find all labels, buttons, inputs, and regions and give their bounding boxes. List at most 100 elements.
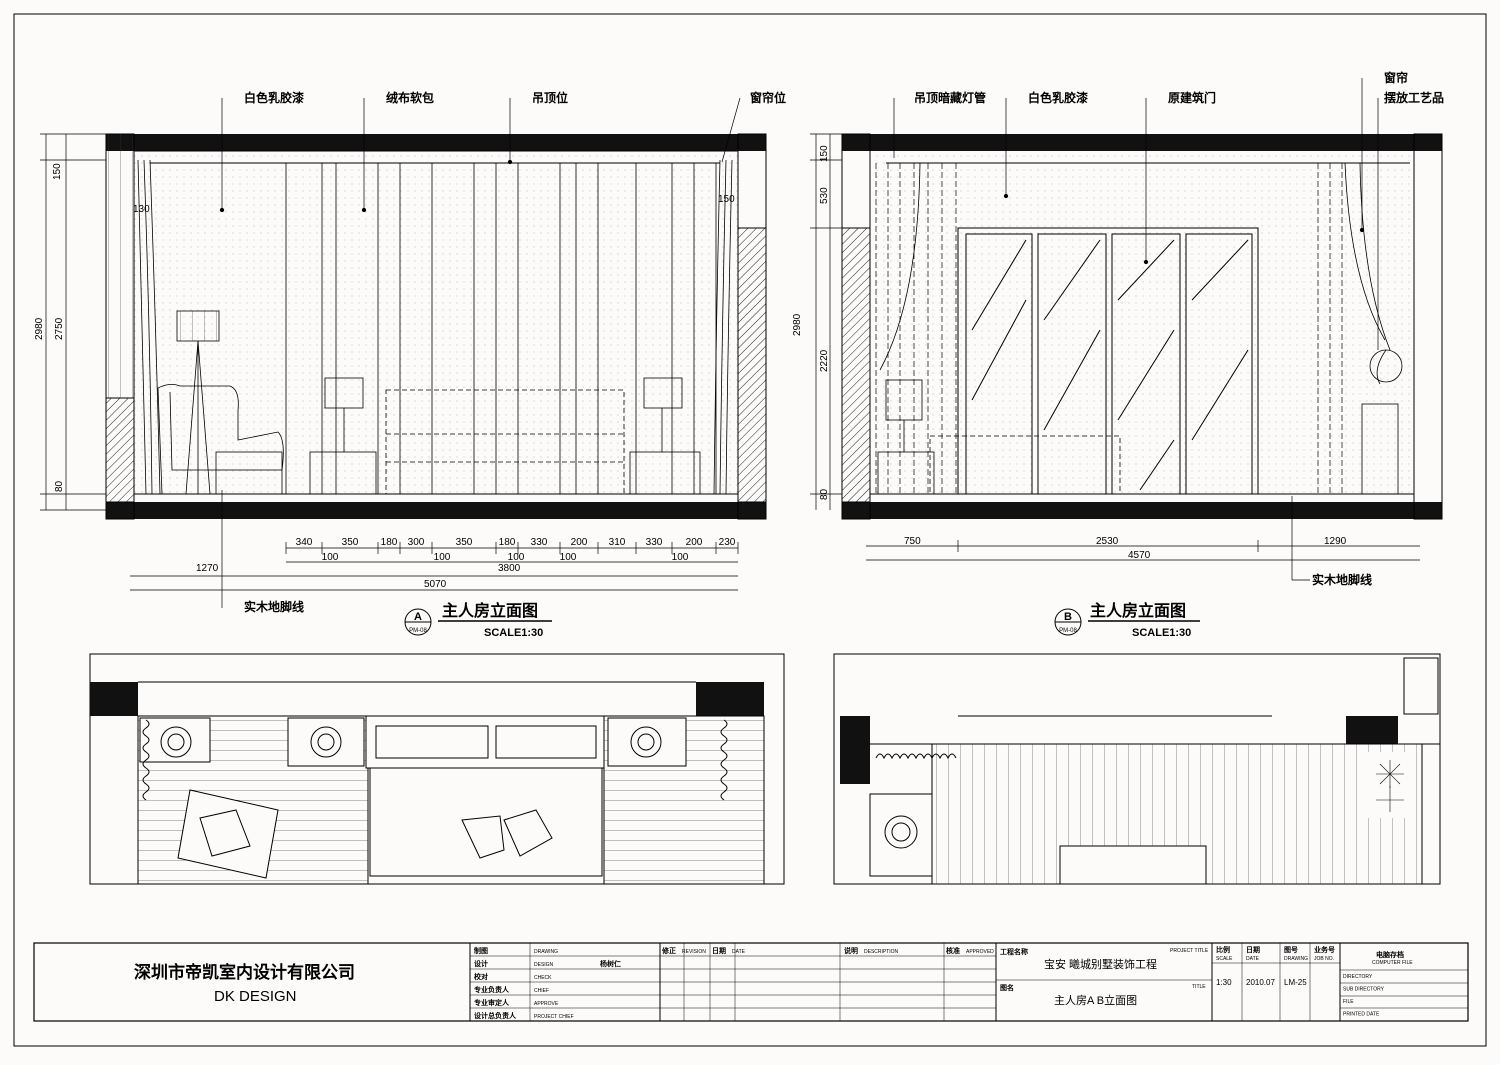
archive-row: FILE <box>1343 999 1354 1005</box>
meta-value: 2010.07 <box>1246 978 1275 987</box>
role-en: CHECK <box>534 975 552 981</box>
label-baseboard-a: 实木地脚线 <box>244 599 304 614</box>
dim-a-side-130: 130 <box>133 204 150 215</box>
meta-label-cn: 比例 <box>1216 945 1230 954</box>
dim-a-mid: 100 <box>322 552 339 563</box>
role-en: PROJECT CHIEF <box>534 1014 574 1020</box>
elevation-a-wall <box>134 151 738 494</box>
project-label-en: PROJECT TITLE <box>1170 948 1209 954</box>
drawing-title: 主人房A B立面图 <box>1054 993 1137 1007</box>
role-cn: 设计总负责人 <box>474 1011 517 1020</box>
dim-b-1290: 1290 <box>1324 536 1347 547</box>
elevation-a-bedside-tables <box>309 377 701 495</box>
dim-b-4570: 4570 <box>1128 550 1151 561</box>
elevation-a-ceiling-slab <box>106 134 766 151</box>
project-title: 宝安 曦城别墅装饰工程 <box>1044 957 1157 971</box>
label-ceiling-position: 吊顶位 <box>532 90 568 105</box>
elevation-a-floor-lamp <box>176 310 220 495</box>
revision-header-cn: 日期 <box>712 946 726 955</box>
label-original-door: 原建筑门 <box>1168 90 1216 105</box>
meta-label-en: DATE <box>1246 956 1260 962</box>
dim-a-mid: 100 <box>434 552 451 563</box>
dim-a-top: 330 <box>531 537 548 548</box>
archive-row: PRINTED DATE <box>1343 1012 1380 1018</box>
dim-a-v-80: 80 <box>54 480 65 492</box>
elevation-b-title: 主人房立面图 <box>1090 601 1186 620</box>
dim-a-top: 200 <box>686 537 703 548</box>
dim-a-v-2750: 2750 <box>54 317 65 340</box>
archive-label-cn: 电脑存档 <box>1376 950 1404 959</box>
elevation-a-dimension-lines <box>40 133 739 591</box>
dim-b-v-2980: 2980 <box>792 313 803 336</box>
label-craft-display: 摆放工艺品 <box>1384 90 1444 105</box>
role-cn: 专业负责人 <box>474 985 510 994</box>
drawing-label-cn: 图名 <box>1000 983 1014 992</box>
plan-view-b <box>833 653 1441 885</box>
meta-label-en: JOB NO. <box>1314 956 1334 962</box>
dim-b-v-2220: 2220 <box>819 349 830 372</box>
label-ceiling-hidden-light: 吊顶暗藏灯管 <box>914 90 986 105</box>
role-en: DESIGN <box>534 962 554 968</box>
revision-header-cn: 说明 <box>844 946 858 955</box>
dim-a-5070: 5070 <box>424 579 447 590</box>
plan-view-a <box>89 653 785 885</box>
role-cn: 校对 <box>474 972 488 981</box>
meta-label-cn: 业务号 <box>1314 945 1335 954</box>
dim-a-top: 200 <box>571 537 588 548</box>
dim-b-v-530: 530 <box>819 187 830 204</box>
label-velvet-upholstery: 绒布软包 <box>386 90 434 105</box>
elevation-b-tag-ref: PM-08 <box>1059 628 1077 634</box>
meta-label-cn: 图号 <box>1284 945 1298 954</box>
role-cn: 专业审定人 <box>474 998 510 1007</box>
dim-a-top: 180 <box>381 537 398 548</box>
dim-a-mid: 100 <box>560 552 577 563</box>
revision-header-cn: 核准 <box>946 946 960 955</box>
company-name-cn: 深圳市帝凯室内设计有限公司 <box>134 962 355 982</box>
revision-header-en: APPROVED <box>966 949 994 955</box>
elevation-a-scale: SCALE1:30 <box>484 627 543 639</box>
elevation-b: 吊顶暗藏灯管 白色乳胶漆 原建筑门 窗帘 摆放工艺品 实木地脚线 150 530… <box>792 70 1444 639</box>
dim-a-side-150: 150 <box>718 194 735 205</box>
dim-b-v-150: 150 <box>819 145 830 162</box>
label-baseboard-b: 实木地脚线 <box>1312 572 1372 587</box>
dim-a-1270: 1270 <box>196 563 219 574</box>
elevation-a-title: 主人房立面图 <box>442 601 538 620</box>
elevation-b-scale: SCALE1:30 <box>1132 627 1191 639</box>
dim-b-2530: 2530 <box>1096 536 1119 547</box>
dim-a-v-150: 150 <box>52 163 63 180</box>
elevation-a-curtains <box>137 159 733 495</box>
role-cn: 制图 <box>474 946 488 955</box>
dim-a-top: 350 <box>342 537 359 548</box>
designer-name: 杨树仁 <box>600 959 621 968</box>
revision-header-en: DATE <box>732 949 746 955</box>
drawing-label-en: TITLE <box>1192 984 1206 990</box>
dim-a-top: 330 <box>646 537 663 548</box>
elevation-b-tag: B <box>1064 611 1072 623</box>
label-curtain-b: 窗帘 <box>1384 70 1408 85</box>
role-en: APPROVE <box>534 1001 559 1007</box>
dim-a-top: 310 <box>609 537 626 548</box>
role-cn: 设计 <box>474 959 488 968</box>
dim-a-top: 350 <box>456 537 473 548</box>
elevation-a: 白色乳胶漆 绒布软包 吊顶位 窗帘位 实木地脚线 150 2980 2750 8… <box>34 90 786 639</box>
revision-header-en: REVISION <box>682 949 706 955</box>
dim-a-top: 180 <box>499 537 516 548</box>
label-curtain-position: 窗帘位 <box>750 90 786 105</box>
dim-a-top: 300 <box>408 537 425 548</box>
role-en: DRAWING <box>534 949 558 955</box>
revision-header-cn: 修正 <box>661 946 676 955</box>
elevation-a-armchair <box>157 384 284 495</box>
dim-a-mid: 100 <box>672 552 689 563</box>
elevation-a-tag-ref: PM-08 <box>409 628 427 634</box>
meta-label-en: SCALE <box>1216 956 1233 962</box>
role-en: CHIEF <box>534 988 549 994</box>
meta-label-en: DRAWING <box>1284 956 1308 962</box>
elevation-b-curtains <box>875 163 1343 494</box>
dim-b-750: 750 <box>904 536 921 547</box>
dim-a-top: 340 <box>296 537 313 548</box>
label-white-latex-paint-a: 白色乳胶漆 <box>244 90 304 105</box>
